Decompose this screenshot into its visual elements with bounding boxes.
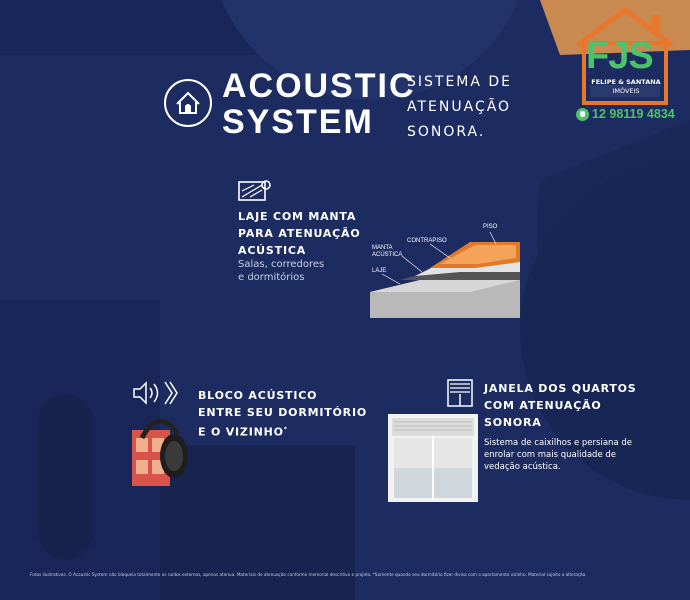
window-image bbox=[388, 414, 478, 506]
feature-desc-line: enrolar com mais qualidade de bbox=[484, 450, 616, 460]
feature-laje-desc: Salas, corredores e dormitórios bbox=[238, 258, 324, 284]
subtitle-line: SISTEMA DE bbox=[407, 74, 513, 90]
feature-desc-line: e dormitórios bbox=[238, 272, 305, 283]
feature-desc-line: Salas, corredores bbox=[238, 259, 325, 270]
feature-laje-title: LAJE COM MANTA PARA ATENUAÇÃO ACÚSTICA bbox=[238, 208, 361, 259]
feature-title-line: SONORA bbox=[484, 416, 542, 429]
brand-logo: FJS FELIPE & SANTANA IMÓVEIS bbox=[568, 5, 683, 109]
page-title: ACOUSTIC SYSTEM bbox=[222, 68, 416, 140]
label-acustica: ACÚSTICA bbox=[372, 252, 403, 258]
footer-disclaimer: Fotos ilustrativas. O Acoustic System nã… bbox=[30, 572, 587, 577]
feature-desc-line: Sistema de caixilhos e persiana de bbox=[484, 438, 632, 448]
page-subtitle: SISTEMA DE ATENUAÇÃO SONORA. bbox=[407, 70, 512, 145]
label-contrapiso: CONTRAPISO bbox=[407, 238, 447, 244]
phone-number: 12 98119 4834 bbox=[592, 107, 675, 121]
label-manta: MANTA bbox=[372, 245, 393, 251]
footnote-mark: * bbox=[283, 426, 288, 433]
feature-title-line: E O VIZINHO bbox=[198, 425, 284, 439]
window-blind-icon bbox=[446, 378, 474, 412]
feature-title-line: LAJE COM MANTA bbox=[238, 210, 357, 223]
brick-headphones-image bbox=[128, 408, 193, 497]
floor-layers-illustration: PISO CONTRAPISO MANTA ACÚSTICA LAJE bbox=[360, 222, 525, 320]
feature-title-line: COM ATENUAÇÃO bbox=[484, 399, 602, 412]
logo-name: FELIPE & SANTANA bbox=[591, 78, 661, 86]
feature-janela-desc: Sistema de caixilhos e persiana de enrol… bbox=[484, 437, 632, 473]
whatsapp-icon bbox=[576, 107, 589, 121]
title-line: ACOUSTIC bbox=[222, 67, 416, 105]
logo-letters: FJS bbox=[586, 35, 654, 77]
subtitle-line: SONORA. bbox=[407, 124, 486, 140]
feature-title-line: ENTRE SEU DORMITÓRIO bbox=[198, 406, 367, 419]
logo-sub: IMÓVEIS bbox=[612, 87, 640, 95]
phone-contact[interactable]: 12 98119 4834 bbox=[576, 107, 675, 121]
feature-desc-line: vedação acústica. bbox=[484, 462, 561, 472]
feature-janela-title: JANELA DOS QUARTOS COM ATENUAÇÃO SONORA bbox=[484, 380, 637, 431]
label-laje: LAJE bbox=[372, 268, 387, 274]
feature-bloco-title: BLOCO ACÚSTICO ENTRE SEU DORMITÓRIO E O … bbox=[198, 387, 367, 441]
feature-title-line: JANELA DOS QUARTOS bbox=[484, 382, 637, 395]
feature-title-line: BLOCO ACÚSTICO bbox=[198, 389, 318, 402]
title-line: SYSTEM bbox=[222, 103, 374, 141]
house-acoustic-icon bbox=[163, 78, 213, 132]
feature-title-line: ACÚSTICA bbox=[238, 244, 307, 257]
feature-title-line: PARA ATENUAÇÃO bbox=[238, 227, 361, 240]
label-piso: PISO bbox=[483, 224, 498, 230]
blueprint-roll-icon bbox=[238, 177, 272, 207]
subtitle-line: ATENUAÇÃO bbox=[407, 99, 512, 115]
sound-wave-icon bbox=[132, 378, 182, 412]
